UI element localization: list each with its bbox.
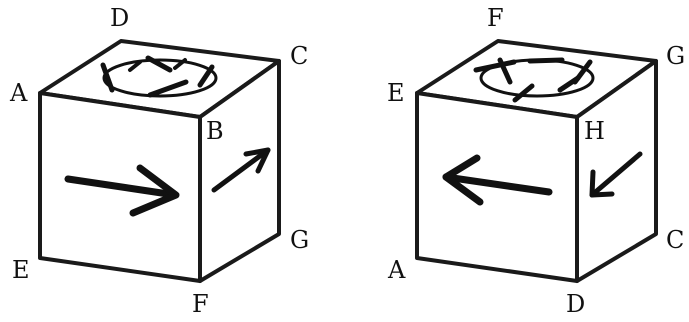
cube-left-circular-arrows-icon bbox=[100, 55, 218, 98]
cube-left-label-bottom-left: E bbox=[12, 256, 30, 284]
cube-right-label-bottom-right: C bbox=[666, 226, 684, 254]
cube-right-label-top-right: G bbox=[666, 42, 685, 70]
cube-left-label-bottom-right: G bbox=[290, 226, 309, 254]
cube-right-arrow-left-icon bbox=[442, 154, 553, 206]
cube-left-arrow-right-icon bbox=[64, 164, 180, 217]
cube-right-circular-arrows-icon bbox=[473, 57, 595, 103]
cube-right-arrow-down-left-icon bbox=[589, 151, 643, 198]
cube-left-label-top-front-right: B bbox=[206, 117, 224, 145]
cube-right-label-top-left: E bbox=[387, 79, 405, 107]
cube-left-label-bottom-front-right: F bbox=[192, 290, 209, 318]
cube-right-label-bottom-left: A bbox=[387, 256, 406, 284]
cube-left-label-top-back: D bbox=[110, 4, 129, 32]
cube-left-label-top-left: A bbox=[9, 79, 28, 107]
cube-right: F G E H A D C bbox=[387, 4, 685, 318]
cube-left-label-top-right: C bbox=[290, 42, 308, 70]
cube-right-label-top-front-right: H bbox=[584, 117, 605, 145]
cube-right-label-top-back: F bbox=[487, 4, 504, 32]
cube-right-label-bottom-front-right: D bbox=[566, 290, 585, 318]
cube-left-arrow-up-right-icon bbox=[211, 147, 271, 193]
cube-left: D C A B E F G bbox=[9, 4, 309, 318]
